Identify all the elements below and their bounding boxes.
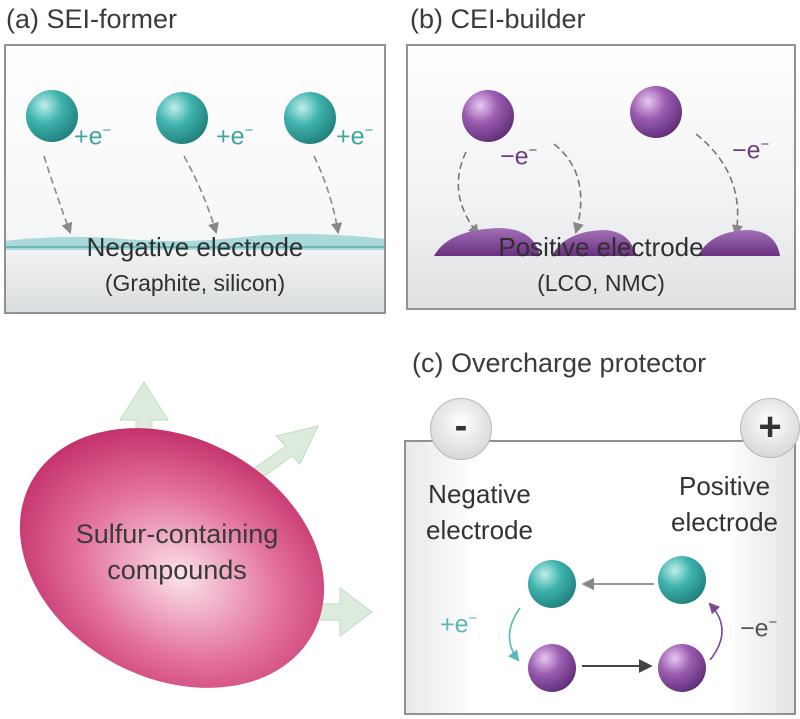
sei-layer xyxy=(6,233,384,250)
electron-loss-label: −e− xyxy=(740,614,778,643)
ion-teal xyxy=(156,92,208,144)
positive-electrode-materials: (LCO, NMC) xyxy=(537,270,665,296)
panel-a-art xyxy=(6,46,384,312)
panel-a-title: (a) SEI-former xyxy=(6,4,178,34)
panel-c: Negative electrode Positive electrode +e… xyxy=(404,440,796,715)
panel-c-title: (c) Overcharge protector xyxy=(412,348,707,378)
sulfur-compounds-label: Sulfur-containing compounds xyxy=(12,516,342,588)
panel-c-art xyxy=(406,442,794,713)
sulfur-compounds-line2: compounds xyxy=(107,555,247,585)
sulfur-compounds-line1: Sulfur-containing xyxy=(75,519,279,549)
sulfur-compounds-graphic xyxy=(19,381,373,688)
panel-b-art xyxy=(408,46,794,308)
ion-purple xyxy=(462,90,514,142)
panel-b-title: (b) CEI-builder xyxy=(410,4,586,34)
sulfur-compounds-ellipse xyxy=(19,428,325,688)
electron-loss-label: −e− xyxy=(500,142,538,171)
reduction-curve-arrow xyxy=(508,607,521,662)
ion-purple xyxy=(528,644,576,692)
electron-gain-label: +e− xyxy=(440,610,478,639)
ion-teal xyxy=(658,556,706,604)
negative-electrode-materials: (Graphite, silicon) xyxy=(104,270,286,296)
cei-film xyxy=(698,230,780,256)
cei-film xyxy=(552,230,636,256)
panel-c-positive-electrode-label: Positive electrode xyxy=(671,471,778,537)
positive-electrode-label: Positive electrode xyxy=(498,232,704,262)
panel-a: +e− +e− +e− Negative electrode (Graphite… xyxy=(4,44,386,314)
oxidation-arrow xyxy=(553,143,584,235)
oxidation-arrow xyxy=(457,151,480,236)
electron-gain-label: +e− xyxy=(336,122,374,151)
ion-purple xyxy=(630,86,682,138)
negative-electrode-label: Negative electrode xyxy=(86,232,304,262)
ion-teal xyxy=(284,92,336,144)
electron-gain-label: +e− xyxy=(74,122,112,151)
electron-gain-label: +e− xyxy=(216,122,254,151)
oxidation-arrow xyxy=(695,133,743,237)
panel-c-negative-electrode-label: Negative electrode xyxy=(426,479,533,545)
panel-b: −e− −e− Positive electrode (LCO, NMC) xyxy=(406,44,796,310)
positive-terminal-icon: + xyxy=(740,398,800,458)
reduction-arrow xyxy=(43,155,73,235)
oxidation-curve-arrow xyxy=(708,602,723,661)
ion-teal xyxy=(528,560,576,608)
electron-loss-label: −e− xyxy=(732,136,770,165)
cei-film xyxy=(434,228,540,256)
ion-purple xyxy=(658,644,706,692)
ion-teal xyxy=(26,90,78,142)
reduction-arrow xyxy=(313,155,343,235)
negative-terminal-icon: - xyxy=(430,398,492,460)
